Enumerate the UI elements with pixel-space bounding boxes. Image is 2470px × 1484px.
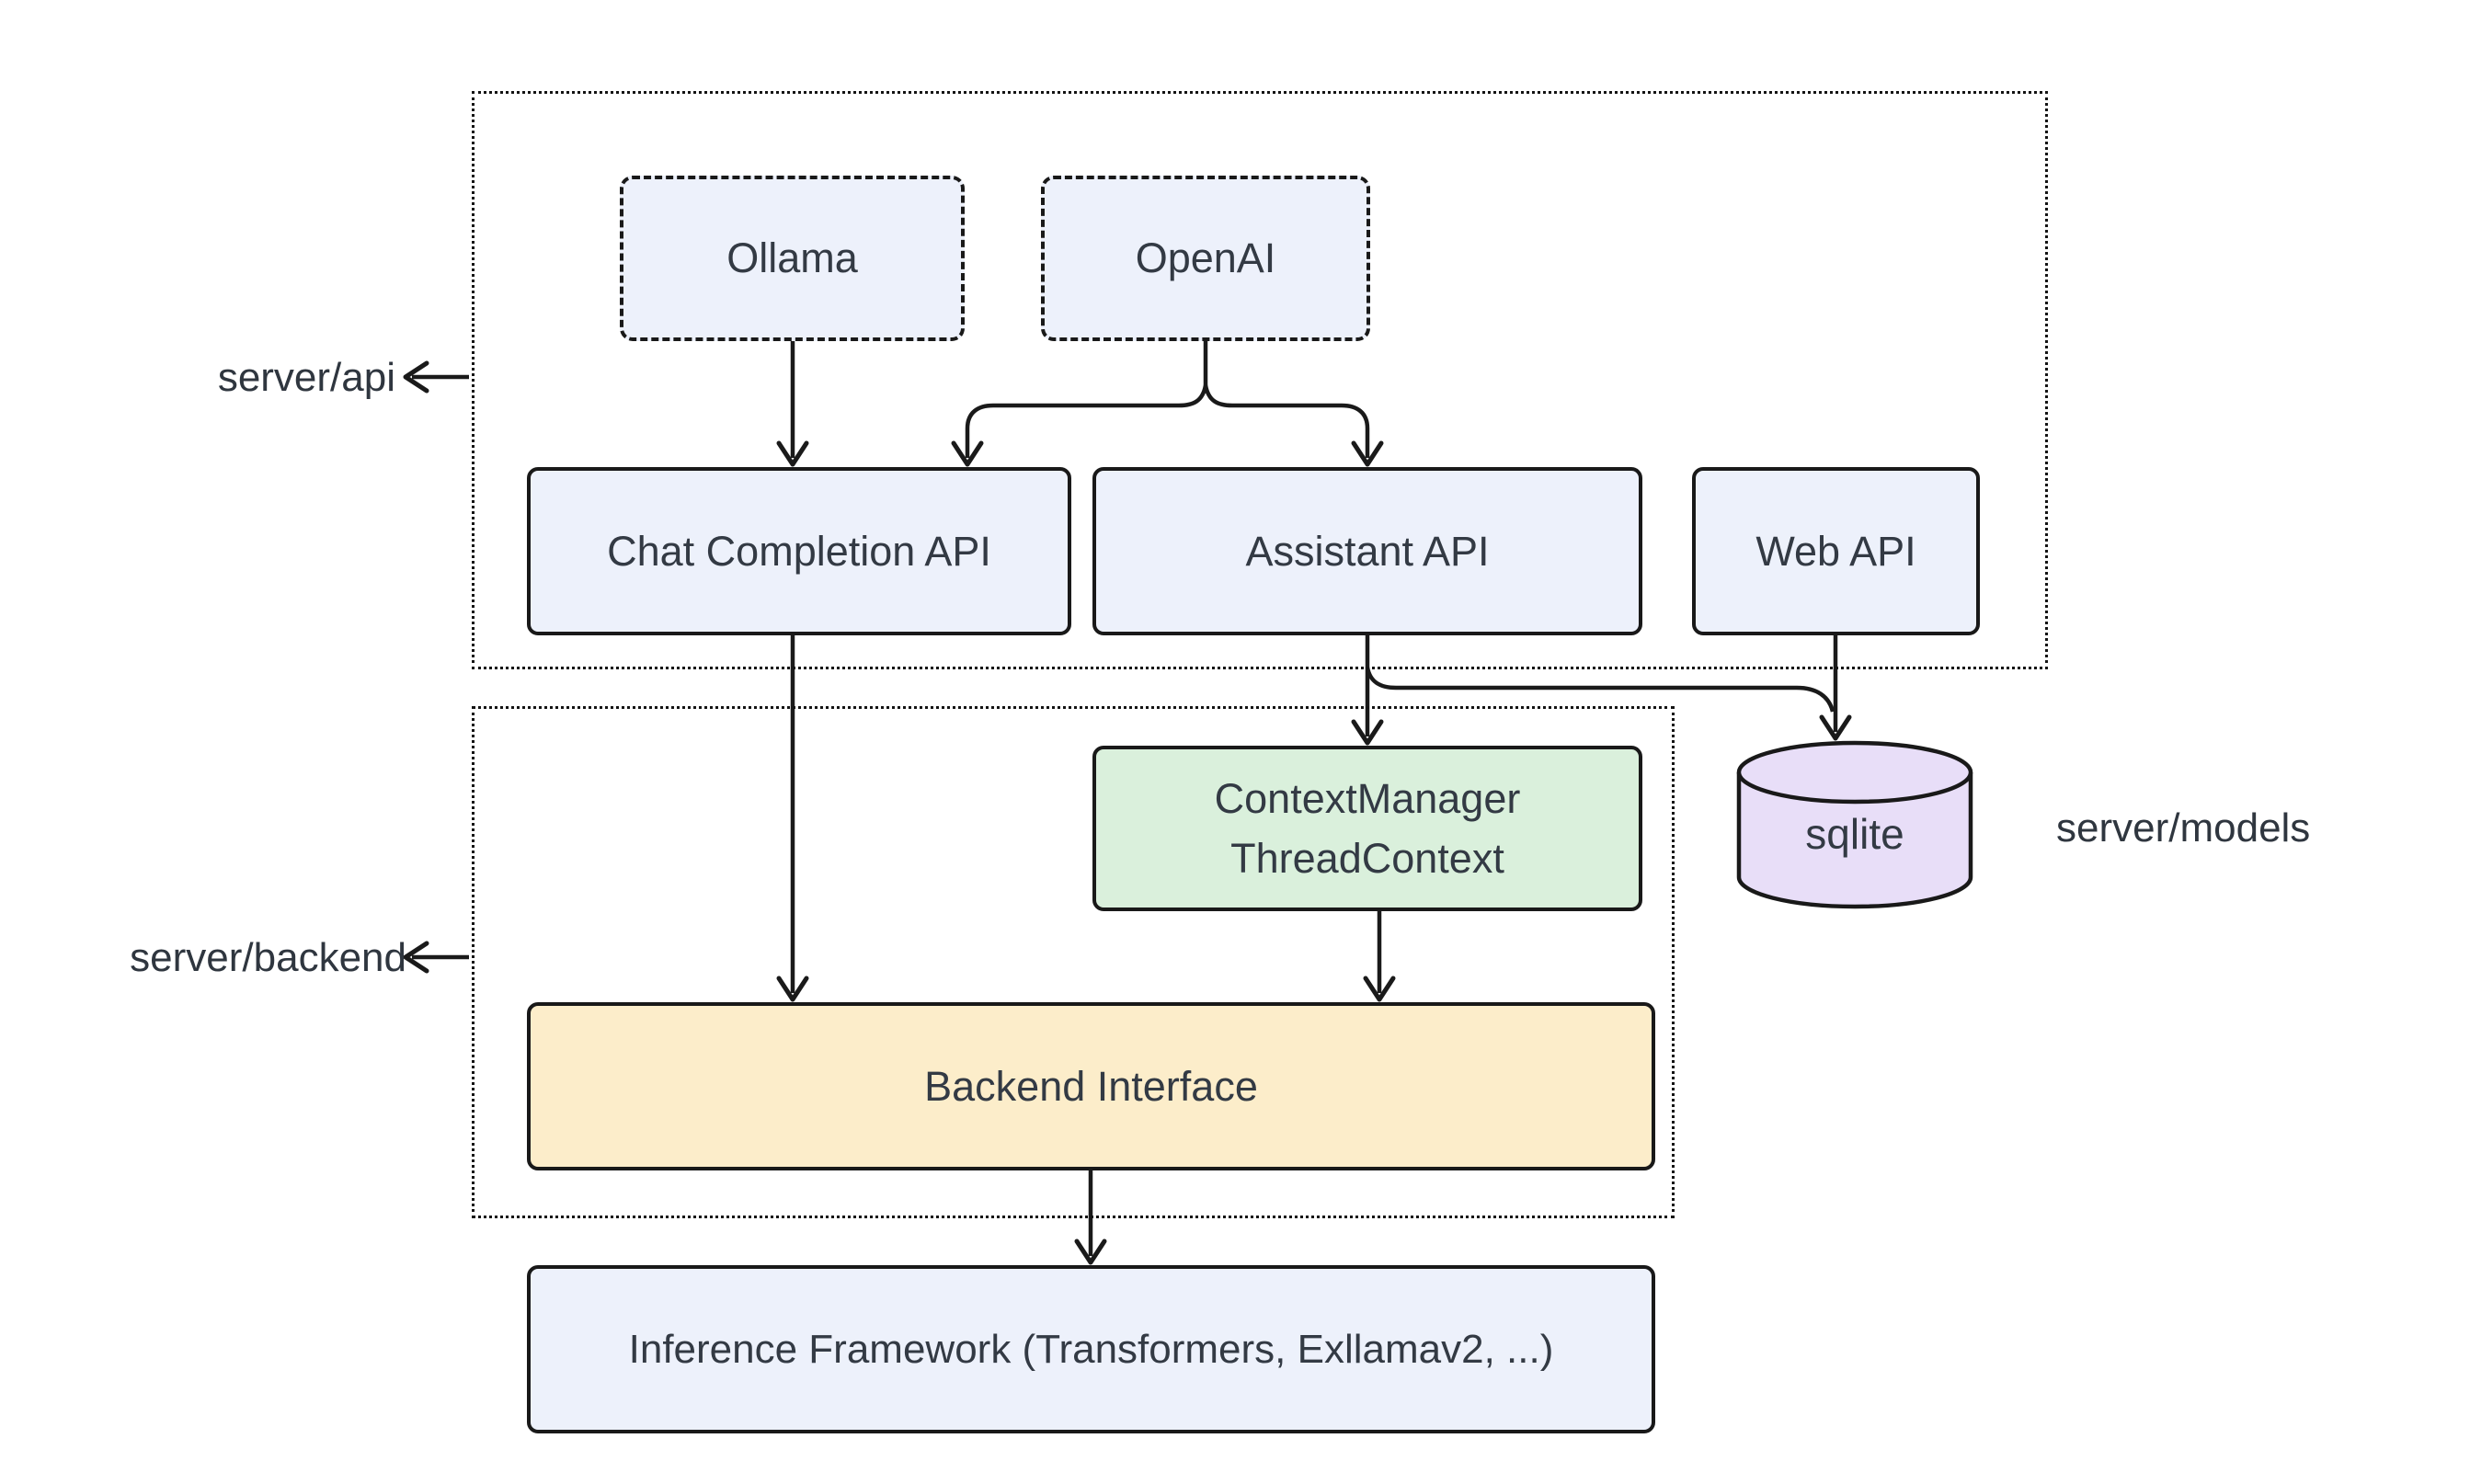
- node-context-manager-label: ContextManager ThreadContext: [1215, 769, 1521, 889]
- node-assistant-api-label: Assistant API: [1245, 527, 1490, 575]
- node-web-api-label: Web API: [1755, 527, 1916, 575]
- label-server-api: server/api: [217, 355, 395, 400]
- label-server-backend: server/backend: [130, 935, 406, 980]
- arrowhead-chat-backend: [776, 976, 809, 1002]
- node-ollama: Ollama: [620, 176, 965, 341]
- label-server-models: server/models: [2056, 805, 2311, 850]
- arrowhead-assistant-context: [1351, 719, 1384, 746]
- node-context-manager: ContextManager ThreadContext: [1092, 746, 1642, 911]
- node-backend-interface: Backend Interface: [527, 1002, 1655, 1170]
- context-manager-line2: ThreadContext: [1230, 835, 1504, 882]
- node-openai-label: OpenAI: [1135, 234, 1276, 282]
- node-chat-completion-api: Chat Completion API: [527, 467, 1071, 635]
- arrowhead-label-backend: [403, 941, 429, 974]
- arrowhead-context-backend: [1363, 976, 1396, 1002]
- arrowhead-ollama-chat: [776, 440, 809, 467]
- node-ollama-label: Ollama: [726, 234, 858, 282]
- node-chat-completion-api-label: Chat Completion API: [607, 527, 991, 575]
- context-manager-line1: ContextManager: [1214, 774, 1521, 822]
- node-backend-interface-label: Backend Interface: [924, 1062, 1258, 1110]
- edge-openai-chat: [965, 384, 1208, 458]
- arrowhead-web-sqlite: [1819, 714, 1852, 741]
- arrowhead-backend-inference: [1074, 1239, 1107, 1265]
- cluster-server-api: [472, 91, 2048, 669]
- node-openai: OpenAI: [1041, 176, 1370, 341]
- arrowhead-openai-chat: [951, 440, 984, 467]
- arrowhead-label-api: [403, 360, 429, 394]
- node-inference-framework: Inference Framework (Transformers, Exlla…: [527, 1265, 1655, 1433]
- edge-assistant-sqlite: [1365, 667, 1835, 713]
- cluster-server-backend: [472, 706, 1675, 1218]
- sqlite-cylinder-shape: [1736, 740, 1973, 909]
- node-web-api: Web API: [1692, 467, 1980, 635]
- node-inference-framework-label: Inference Framework (Transformers, Exlla…: [628, 1326, 1554, 1372]
- node-sqlite-label: sqlite: [1805, 810, 1904, 858]
- edge-openai-assistant: [1203, 384, 1370, 458]
- node-sqlite-cylinder: sqlite: [1736, 740, 1973, 909]
- node-assistant-api: Assistant API: [1092, 467, 1642, 635]
- arrowhead-openai-assistant: [1351, 440, 1384, 467]
